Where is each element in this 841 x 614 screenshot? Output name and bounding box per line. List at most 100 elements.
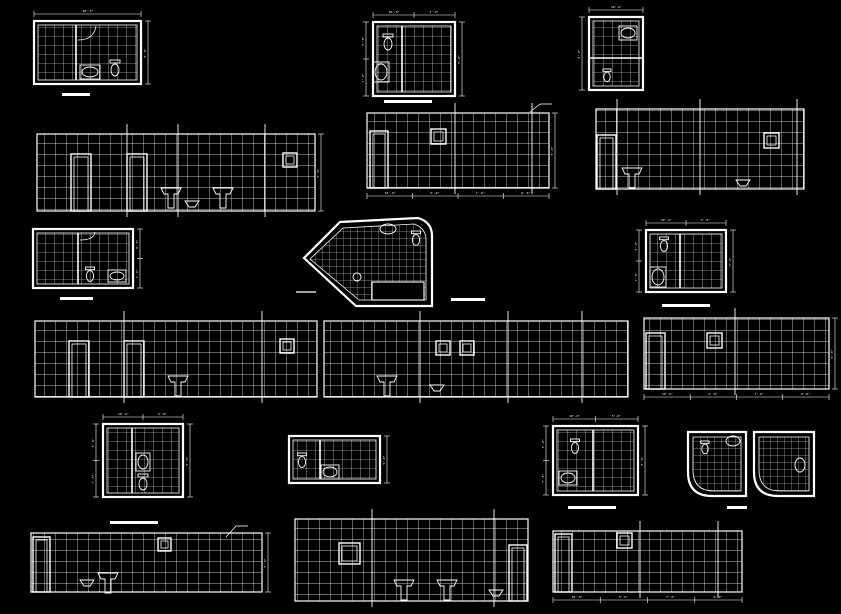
door-swing bbox=[77, 25, 97, 41]
window-pane bbox=[438, 343, 448, 353]
outer-wall bbox=[644, 228, 728, 294]
toilet-tank bbox=[382, 33, 394, 38]
elevation-1: 5'-0" bbox=[36, 124, 324, 217]
pedestal-sink bbox=[97, 572, 119, 594]
toilet-bowl bbox=[138, 477, 148, 491]
outer-wall bbox=[752, 430, 816, 498]
toilet-elevation bbox=[488, 589, 504, 597]
vanity-counter bbox=[135, 452, 151, 472]
dimension-label: 5'-0" bbox=[263, 558, 267, 567]
toilet-tank bbox=[602, 68, 612, 72]
basin bbox=[725, 435, 741, 447]
pedestal-sink bbox=[212, 187, 234, 209]
plan-7: 10'-6"5'-0"5'-0"5'-0"7'-6" bbox=[91, 412, 193, 524]
dimension-label: 5'-0" bbox=[158, 412, 167, 416]
dimension-label: 5'-0" bbox=[830, 349, 834, 358]
dimension-label: 7'-6" bbox=[634, 272, 638, 281]
dimension-label: 6'-0" bbox=[801, 392, 810, 396]
toilet-elevation bbox=[735, 179, 751, 187]
toilet-bowl bbox=[383, 37, 393, 51]
toilet-elevation bbox=[429, 384, 445, 392]
toilet-tank bbox=[659, 236, 669, 241]
vanity-counter bbox=[79, 64, 101, 80]
outer-wall bbox=[551, 424, 640, 497]
dimension-label: 5'-0" bbox=[640, 456, 644, 465]
basin bbox=[560, 472, 576, 484]
plan-6: 10'-6"5'-0"5'-0"5'-0"7'-6" bbox=[634, 218, 736, 307]
window-pane bbox=[709, 335, 720, 346]
tile-wall bbox=[552, 530, 743, 593]
dimension-label: 5'-0" bbox=[430, 191, 439, 195]
dimension-label: 7'-6" bbox=[541, 474, 545, 483]
dimension-label: 10'-6" bbox=[611, 5, 622, 9]
elevation-6: 5'-0"10'-6"5'-0"7'-6"6'-0" bbox=[643, 308, 838, 400]
toilet-bowl bbox=[603, 71, 611, 83]
toilet-elevation bbox=[184, 200, 200, 208]
door-panel bbox=[35, 539, 48, 593]
dimension-label: 5'-0" bbox=[550, 146, 554, 155]
basin bbox=[374, 63, 388, 81]
outer-wall bbox=[587, 15, 645, 92]
plan-2: 10'-6"5'-0"5'-0"5'-0"7'-6" bbox=[361, 10, 465, 103]
tile-wall bbox=[366, 112, 550, 189]
dimension-label: 10'-6" bbox=[572, 595, 583, 599]
toilet-tank bbox=[411, 230, 421, 235]
basin bbox=[651, 268, 665, 286]
outer-wall bbox=[686, 430, 748, 498]
dimension-label: 10'-6" bbox=[385, 191, 396, 195]
callout-leader bbox=[225, 525, 237, 538]
dimension-label: 5'-0" bbox=[430, 10, 439, 14]
window-pane bbox=[282, 341, 292, 351]
dimension-label: 5'-0" bbox=[634, 241, 638, 250]
window-pane bbox=[766, 135, 777, 146]
pedestal-sink bbox=[376, 375, 398, 397]
tile-wall bbox=[30, 532, 263, 593]
window-pane bbox=[462, 343, 472, 353]
window-pane bbox=[285, 155, 295, 165]
dimension-label: 10'-6" bbox=[661, 218, 672, 222]
door-panel bbox=[129, 156, 145, 212]
toilet-bowl bbox=[659, 240, 669, 252]
dimension-label: 5'-0" bbox=[701, 218, 710, 222]
dimension-label: 10'-6" bbox=[569, 414, 580, 418]
vanity-counter bbox=[649, 266, 667, 288]
toilet-tank bbox=[137, 473, 149, 478]
vanity-counter bbox=[372, 61, 390, 83]
window bbox=[706, 332, 723, 349]
dimension-label: 7'-6" bbox=[361, 73, 365, 82]
dimension-label: 5'-0" bbox=[316, 168, 320, 177]
tile-wall bbox=[34, 320, 318, 398]
pedestal-sink bbox=[167, 375, 189, 397]
outer-wall bbox=[287, 434, 382, 485]
window bbox=[282, 152, 298, 168]
tiled-floor bbox=[692, 436, 742, 492]
basin bbox=[379, 223, 397, 235]
door-panel bbox=[648, 335, 663, 390]
plan-8: 5'-0" bbox=[287, 434, 390, 485]
title-bar bbox=[568, 506, 616, 509]
title-bar bbox=[727, 506, 747, 509]
door-panel bbox=[71, 343, 87, 398]
dimension-label: 7'-6" bbox=[91, 475, 95, 484]
dimension-label: 5'-0" bbox=[619, 595, 628, 599]
basin bbox=[620, 27, 636, 39]
dimension-label: 10'-6" bbox=[662, 392, 673, 396]
bathtub bbox=[371, 281, 425, 301]
window bbox=[157, 537, 172, 552]
elevation-3 bbox=[595, 99, 805, 195]
tiled-floor bbox=[758, 436, 810, 492]
pedestal-sink bbox=[436, 579, 458, 601]
elevation-10 bbox=[225, 103, 552, 538]
door-panel bbox=[372, 133, 386, 189]
plan-11 bbox=[727, 430, 816, 509]
dimension-label: 5'-0" bbox=[541, 439, 545, 448]
plan-5 bbox=[296, 216, 485, 308]
plan-4: 5'-0"7'-6" bbox=[31, 227, 143, 300]
door-panel bbox=[599, 137, 614, 190]
tiled-floor bbox=[556, 429, 635, 492]
toilet-bowl bbox=[701, 443, 709, 455]
tiled-floor bbox=[649, 233, 723, 289]
toilet-bowl bbox=[570, 442, 580, 454]
dimension-label: 7'-6" bbox=[666, 595, 675, 599]
elevation-4 bbox=[34, 311, 318, 403]
